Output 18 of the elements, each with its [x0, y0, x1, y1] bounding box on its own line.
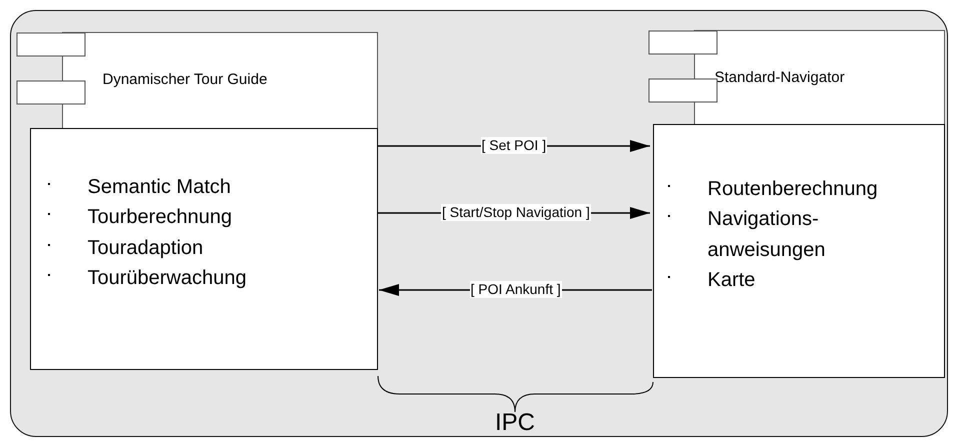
- list-item: Touradaption: [48, 232, 388, 263]
- component-header: [694, 30, 944, 124]
- container-frame: [10, 10, 948, 437]
- edge-label: [ Set POI ]: [480, 137, 548, 154]
- list-item: Tourüberwachung: [48, 263, 388, 294]
- component-name: Dynamischer Tour Guide: [102, 70, 268, 88]
- edge-label: [ POI Ankunft ]: [470, 281, 562, 298]
- component-box: [652, 124, 944, 378]
- component-name: Standard-Navigator: [714, 68, 845, 86]
- component-box: [30, 128, 378, 370]
- component-header: [62, 32, 378, 128]
- list-item: Routenberechnung: [668, 174, 932, 204]
- bracket-label: IPC: [495, 409, 536, 437]
- list-item: Semantic Match: [48, 172, 388, 202]
- list-item: Karte: [668, 265, 932, 296]
- edge-label: [ Start/Stop Navigation ]: [441, 204, 591, 221]
- list-item: Tourberechnung: [48, 202, 388, 232]
- list-item: Navigations- anweisungen: [668, 204, 932, 265]
